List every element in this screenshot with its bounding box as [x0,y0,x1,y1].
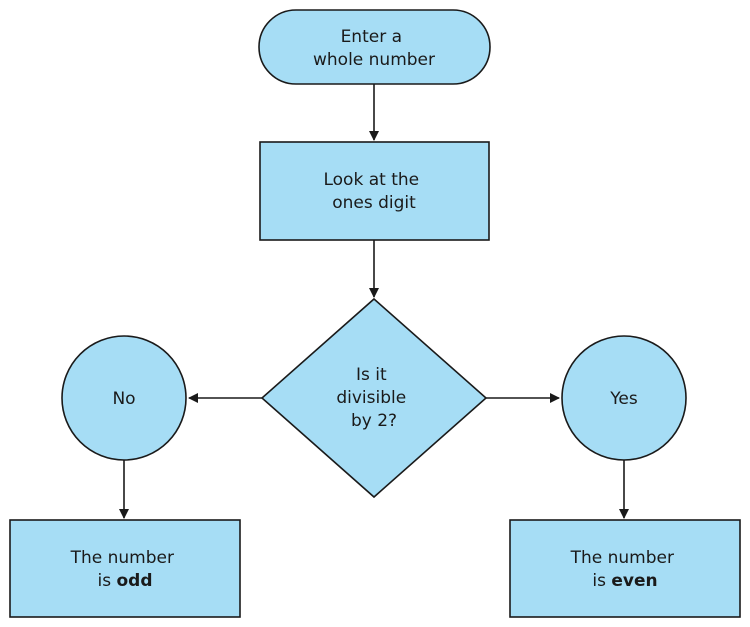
even-node-line-2: is even [592,571,657,591]
even-node-shape [509,519,741,618]
yes-node-label: Yes [609,389,638,409]
decision-node-shape [260,297,488,499]
odd-node-line-2: is odd [97,571,152,591]
even-node-line-2-bold: even [611,571,657,591]
odd-node-text: The number is odd [70,548,180,591]
odd-node-line-2-bold: odd [116,571,152,591]
even-node-text: The number is even [570,548,680,591]
decision-node-line-3: by 2? [351,411,397,431]
even-node: The number is even [509,519,741,618]
decision-node-line-1: Is it [356,365,387,385]
no-node-shape [61,335,187,461]
connectors [119,84,629,519]
look-node: Look at the ones digit [259,141,490,241]
odd-node-line-2-prefix: is [97,571,116,591]
yes-node: Yes [561,335,687,461]
look-node-text: Look at the ones digit [323,170,424,213]
odd-node: The number is odd [9,519,241,618]
odd-node-shape [9,519,241,618]
decision-node-line-2: divisible [336,388,406,408]
start-node: Enter a whole number [258,9,491,85]
look-node-line-2: ones digit [332,193,416,213]
start-node-line-2: whole number [313,50,435,70]
no-node-label: No [112,389,135,409]
start-node-line-1: Enter a [341,27,402,47]
no-node: No [61,335,187,461]
start-node-shape [258,9,491,85]
look-node-shape [259,141,490,241]
start-node-text: Enter a whole number [313,27,435,70]
decision-node-text: Is it divisible by 2? [336,365,411,431]
even-node-line-2-prefix: is [592,571,611,591]
odd-node-line-1: The number [70,548,174,568]
look-node-line-1: Look at the [323,170,419,190]
yes-node-shape [561,335,687,461]
decision-node: Is it divisible by 2? [260,297,488,499]
even-node-line-1: The number [570,548,674,568]
